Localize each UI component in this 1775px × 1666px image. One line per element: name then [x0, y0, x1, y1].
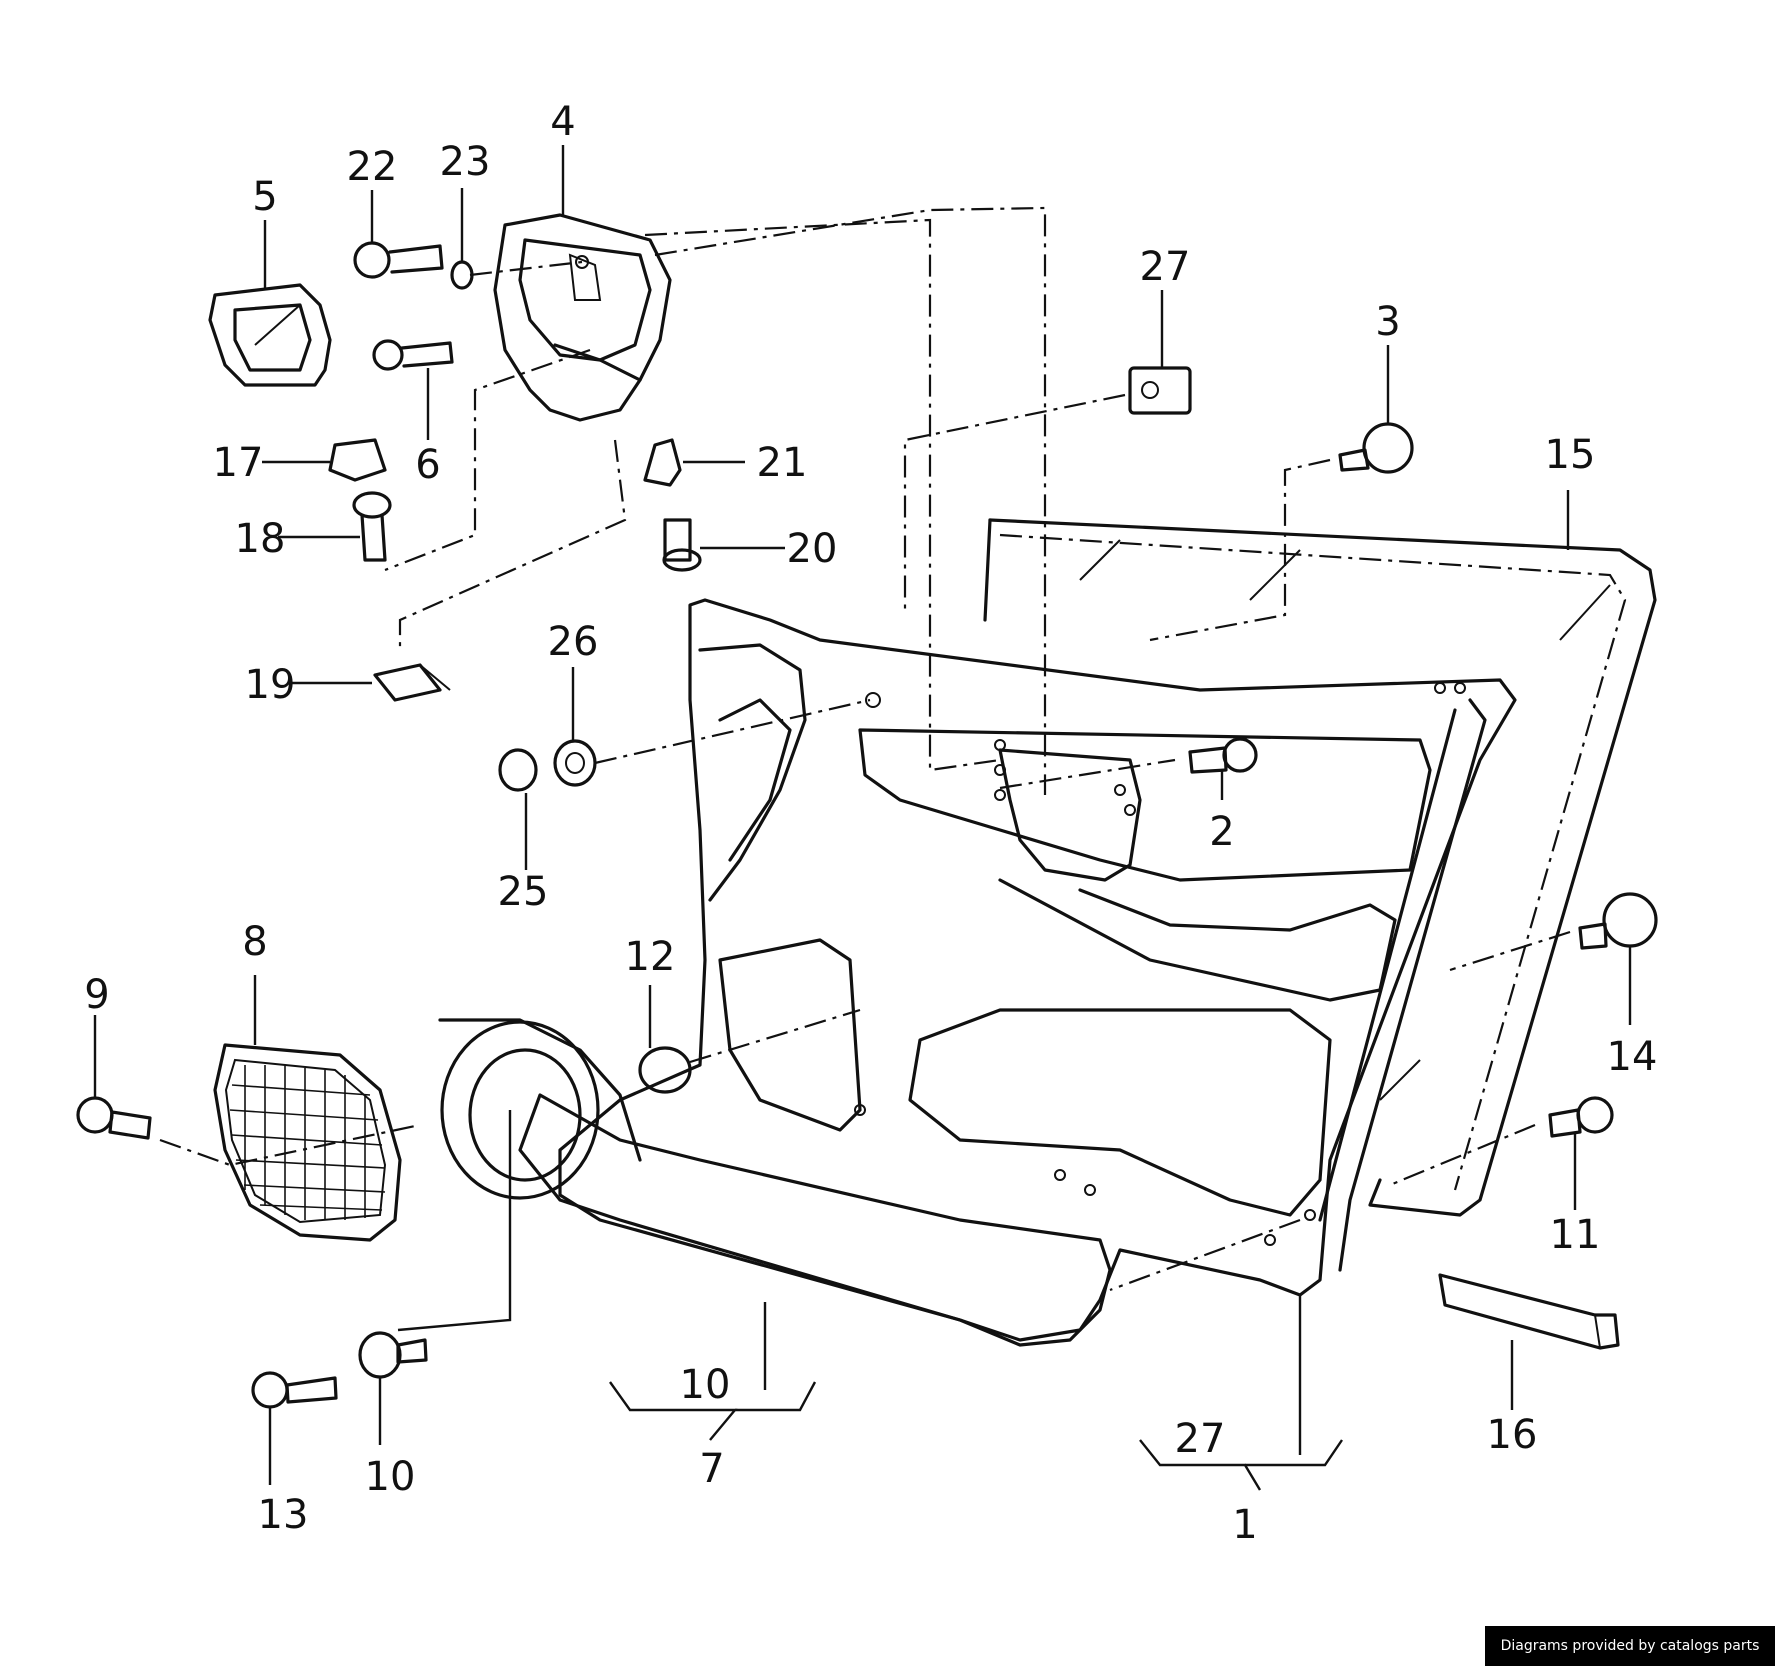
clip-2 — [1188, 737, 1258, 774]
screw-9 — [76, 1096, 152, 1140]
clip-19 — [373, 663, 451, 702]
leader-lines — [93, 145, 1632, 1491]
handle-housing — [493, 213, 672, 422]
foam-pad-16 — [1438, 1273, 1620, 1350]
callout-6: 6 — [415, 442, 440, 488]
callout-13: 13 — [258, 1492, 309, 1538]
callout-5: 5 — [252, 174, 277, 220]
grommet-26 — [553, 739, 597, 787]
screw-6 — [372, 339, 454, 371]
callout-22: 22 — [347, 144, 398, 190]
callout-27-group: 27 — [1175, 1416, 1226, 1462]
washer-23 — [450, 260, 474, 290]
handle-cover — [208, 283, 332, 387]
door-trim-panel — [518, 598, 1517, 1347]
clip-27-top — [1128, 366, 1192, 415]
callout-21: 21 — [757, 440, 808, 486]
door-window-panel — [983, 518, 1657, 1217]
callout-15: 15 — [1545, 432, 1596, 478]
speaker-grille — [213, 1043, 402, 1242]
callout-19: 19 — [245, 662, 296, 708]
callout-8: 8 — [242, 919, 267, 965]
clip-3 — [1338, 422, 1414, 474]
cap-21 — [643, 438, 682, 487]
plug-25 — [498, 748, 538, 792]
callout-11: 11 — [1550, 1212, 1601, 1258]
screw-22 — [353, 241, 444, 279]
callout-23: 23 — [440, 139, 491, 185]
callout-1: 1 — [1232, 1502, 1257, 1548]
screw-11 — [1548, 1096, 1614, 1138]
screw-13 — [251, 1371, 338, 1409]
callout-10-clip: 10 — [365, 1454, 416, 1500]
callout-25: 25 — [498, 869, 549, 915]
callout-10-group: 10 — [680, 1362, 731, 1408]
clip-12 — [638, 1046, 692, 1094]
callout-12: 12 — [625, 934, 676, 980]
callout-17: 17 — [213, 440, 264, 486]
assembly-lines — [159, 206, 1571, 1292]
footer-credit: Diagrams provided by catalogs parts — [1485, 1626, 1775, 1666]
callout-4: 4 — [550, 99, 575, 145]
callout-2: 2 — [1209, 809, 1234, 855]
callout-9: 9 — [84, 972, 109, 1018]
callout-18: 18 — [235, 516, 286, 562]
grille-hatch — [229, 1065, 386, 1220]
callout-labels: 5 22 23 4 6 17 18 21 20 19 26 25 27 3 15… — [84, 99, 1657, 1548]
callout-14: 14 — [1607, 1034, 1658, 1080]
clip-10 — [358, 1331, 428, 1379]
callout-26: 26 — [548, 619, 599, 665]
clip-14 — [1578, 892, 1658, 950]
cap-17 — [328, 438, 387, 482]
callout-3: 3 — [1375, 299, 1400, 345]
screw-18 — [352, 491, 392, 562]
speaker-ring — [438, 1018, 642, 1200]
callout-7: 7 — [699, 1446, 724, 1492]
callout-20: 20 — [787, 526, 838, 572]
screw-20 — [662, 518, 702, 572]
callout-27-top: 27 — [1140, 244, 1191, 290]
callout-16: 16 — [1487, 1412, 1538, 1458]
